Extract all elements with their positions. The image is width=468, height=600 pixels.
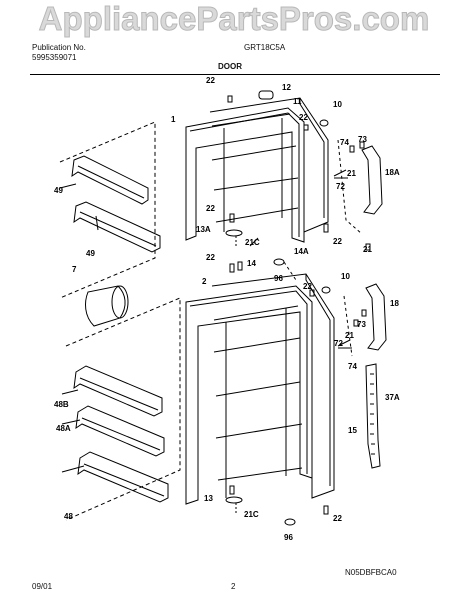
freezer-door-assembly: [59, 90, 383, 299]
callout-22: 22: [333, 514, 342, 523]
callout-2: 2: [202, 277, 207, 286]
callout-49: 49: [86, 249, 95, 258]
callout-15: 15: [348, 426, 357, 435]
callout-48: 48: [64, 512, 73, 521]
callout-48b: 48B: [54, 400, 69, 409]
callout-72: 72: [334, 339, 343, 348]
callout-13a: 13A: [196, 225, 211, 234]
callout-14: 14: [247, 259, 256, 268]
callout-14a: 14A: [294, 247, 309, 256]
callout-10: 10: [333, 100, 342, 109]
callout-12: 12: [282, 83, 291, 92]
section-title: DOOR: [218, 62, 242, 71]
callout-18a: 18A: [385, 168, 400, 177]
callout-22: 22: [206, 253, 215, 262]
callout-96: 96: [274, 274, 283, 283]
model-number: GRT18C5A: [244, 43, 286, 52]
callout-37a: 37A: [385, 393, 400, 402]
callout-22: 22: [206, 76, 215, 85]
callout-73: 73: [358, 135, 367, 144]
callout-49: 49: [54, 186, 63, 195]
callout-7: 7: [72, 265, 77, 274]
callout-73: 73: [357, 320, 366, 329]
callout-48a: 48A: [56, 424, 71, 433]
callout-18: 18: [390, 299, 399, 308]
header-rule: [30, 74, 440, 75]
callout-22: 22: [303, 282, 312, 291]
footer-date: 09/01: [32, 582, 53, 591]
callout-10: 10: [341, 272, 350, 281]
callout-21: 21: [345, 331, 354, 340]
callout-22: 22: [333, 237, 342, 246]
callout-1: 1: [171, 115, 176, 124]
callout-11: 11: [293, 97, 302, 106]
fresh-food-door-assembly: [61, 237, 387, 526]
callout-21c: 21C: [244, 510, 259, 519]
callout-74: 74: [340, 138, 349, 147]
callout-22: 22: [206, 204, 215, 213]
callout-labels: 22 12 11 1 22 10 74 73 21 72 18A 49 49 2…: [54, 76, 400, 542]
callout-21c: 21C: [245, 238, 260, 247]
callout-72: 72: [336, 182, 345, 191]
callout-22: 22: [299, 113, 308, 122]
callout-21: 21: [347, 169, 356, 178]
publication-number: 5995359071: [32, 53, 77, 62]
callout-13: 13: [204, 494, 213, 503]
publication-label: Publication No.: [32, 43, 86, 52]
callout-74: 74: [348, 362, 357, 371]
callout-96: 96: [284, 533, 293, 542]
page-number: 2: [231, 582, 236, 591]
diagram-code: N05DBFBCA0: [345, 568, 397, 577]
watermark: AppliancePartsPros.com: [38, 0, 430, 38]
callout-21: 21: [363, 245, 372, 254]
